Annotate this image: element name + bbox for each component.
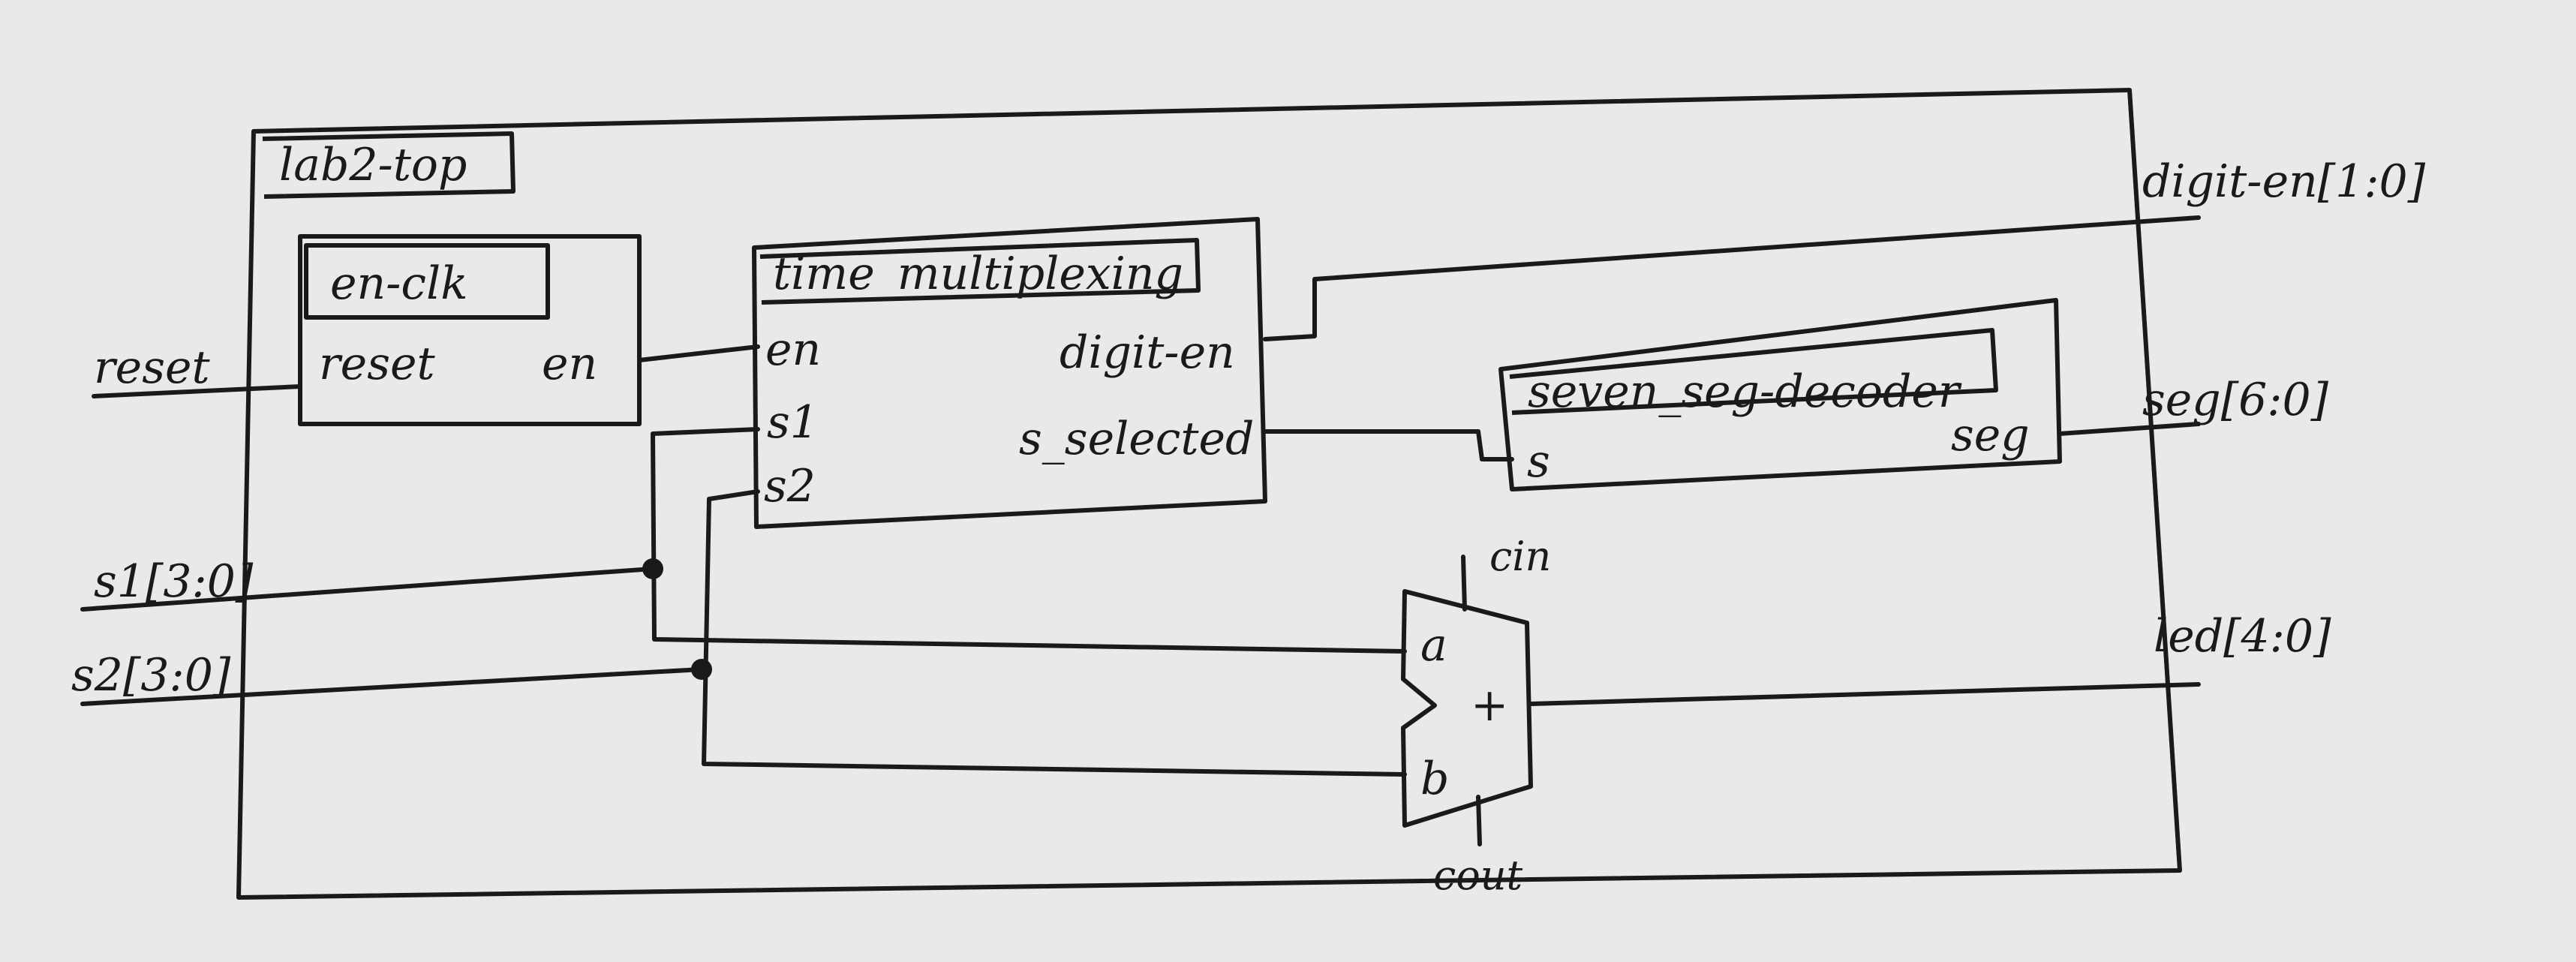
reset-wire xyxy=(92,384,302,398)
output-led-label: led[4:0] xyxy=(2154,610,2331,663)
s2-input-wire xyxy=(80,667,704,706)
en-clk-name-tag xyxy=(304,243,550,320)
time-multiplexing-name-tag xyxy=(759,238,1201,305)
seg-output-wire xyxy=(2057,422,2201,436)
time-multiplexing-block xyxy=(752,217,1267,529)
top-module-name-tag xyxy=(262,131,516,199)
tm-port-s2: s2 xyxy=(764,460,816,513)
seven-seg-decoder-name-tag xyxy=(1509,328,1998,415)
cin-wire xyxy=(1461,555,1467,612)
adder-cout-label: cout xyxy=(1433,852,1523,899)
adder-port-a: a xyxy=(1420,619,1447,672)
output-digit-en-label: digit-en[1:0] xyxy=(2142,155,2426,208)
tm-port-s1: s1 xyxy=(767,396,819,449)
input-reset-label: reset xyxy=(94,341,210,394)
s2-branch-wire xyxy=(702,489,1407,777)
en-clk-block xyxy=(298,234,642,426)
adder-symbol xyxy=(1401,589,1533,828)
s-selected-wire xyxy=(1263,429,1514,461)
adder-cin-label: cin xyxy=(1489,533,1551,580)
en-clk-port-reset: reset xyxy=(319,338,435,390)
s1-branch-wire xyxy=(651,427,1407,654)
tm-port-en: en xyxy=(765,323,821,376)
output-seg-label: seg[6:0] xyxy=(2142,374,2329,426)
s2-junction-dot xyxy=(691,659,712,680)
en-clk-name: en-clk xyxy=(330,257,468,310)
adder-plus-symbol: + xyxy=(1471,679,1508,732)
top-module-border xyxy=(236,88,2182,900)
ssd-port-seg: seg xyxy=(1951,409,2030,461)
top-module-name: lab2-top xyxy=(279,139,467,191)
digit-en-wire xyxy=(1263,215,2201,341)
en-wire xyxy=(637,344,760,362)
seven-seg-decoder-block xyxy=(1498,298,2062,492)
en-clk-port-en: en xyxy=(542,338,597,390)
s1-input-wire xyxy=(80,567,655,612)
adder-port-b: b xyxy=(1420,753,1449,805)
ssd-port-s: s xyxy=(1527,435,1550,488)
cout-wire xyxy=(1476,795,1482,846)
time-multiplexing-name: time_multiplexing xyxy=(773,248,1183,300)
tm-port-s-selected: s_selected xyxy=(1019,413,1254,465)
tm-port-digit-en: digit-en xyxy=(1060,326,1235,379)
s1-junction-dot xyxy=(642,558,663,579)
led-output-wire xyxy=(1528,682,2201,706)
seven-seg-decoder-name: seven_seg-decoder xyxy=(1528,365,1962,418)
input-s2-label: s2[3:0] xyxy=(71,649,231,702)
